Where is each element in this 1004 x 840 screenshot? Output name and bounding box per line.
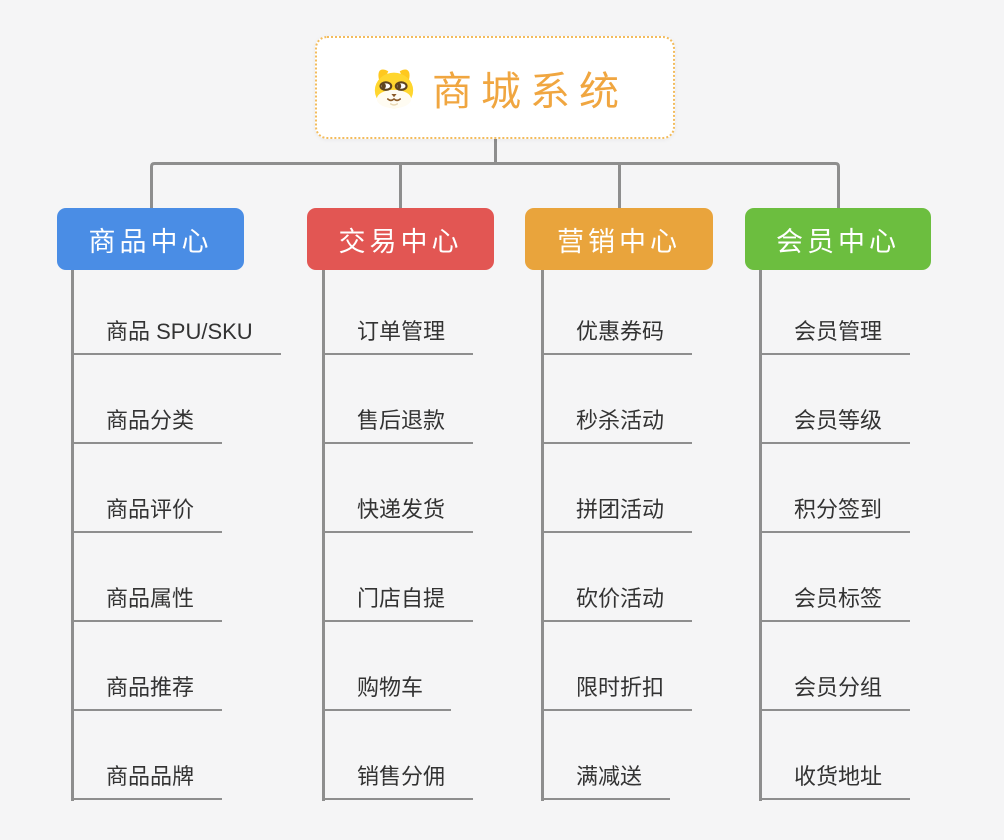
leaf-node[interactable]: 快递发货 (322, 496, 474, 533)
leaf-node[interactable]: 商品属性 (71, 585, 223, 622)
leaf-node[interactable]: 收货地址 (759, 763, 911, 800)
leaf-node[interactable]: 优惠券码 (541, 318, 693, 355)
leaf-node[interactable]: 商品分类 (71, 407, 223, 444)
leaf-node[interactable]: 会员分组 (759, 674, 911, 711)
dog-face-icon (371, 64, 417, 112)
leaf-node[interactable]: 购物车 (322, 674, 452, 711)
branch-node-marketing-center[interactable]: 营销中心 (525, 208, 713, 270)
leaf-node[interactable]: 门店自提 (322, 585, 474, 622)
leaf-node[interactable]: 销售分佣 (322, 763, 474, 800)
leaf-node[interactable]: 商品 SPU/SKU (71, 318, 281, 355)
leaf-node[interactable]: 售后退款 (322, 407, 474, 444)
branch-node-product-center[interactable]: 商品中心 (57, 208, 244, 270)
root-title: 商城系统 (432, 69, 628, 114)
leaf-node[interactable]: 限时折扣 (541, 674, 693, 711)
branch-node-member-center[interactable]: 会员中心 (745, 208, 931, 270)
leaf-node[interactable]: 商品推荐 (71, 674, 223, 711)
leaf-node[interactable]: 秒杀活动 (541, 407, 693, 444)
leaf-node[interactable]: 积分签到 (759, 496, 911, 533)
root-node[interactable]: 商城系统 (315, 36, 675, 139)
leaf-node[interactable]: 拼团活动 (541, 496, 693, 533)
leaf-node[interactable]: 会员等级 (759, 407, 911, 444)
leaf-node[interactable]: 会员标签 (759, 585, 911, 622)
leaf-node[interactable]: 会员管理 (759, 318, 911, 355)
leaf-node[interactable]: 订单管理 (322, 318, 474, 355)
leaf-node[interactable]: 满减送 (541, 763, 671, 800)
leaf-node[interactable]: 砍价活动 (541, 585, 693, 622)
leaf-node[interactable]: 商品品牌 (71, 763, 223, 800)
leaf-node[interactable]: 商品评价 (71, 496, 223, 533)
branch-node-trade-center[interactable]: 交易中心 (307, 208, 494, 270)
